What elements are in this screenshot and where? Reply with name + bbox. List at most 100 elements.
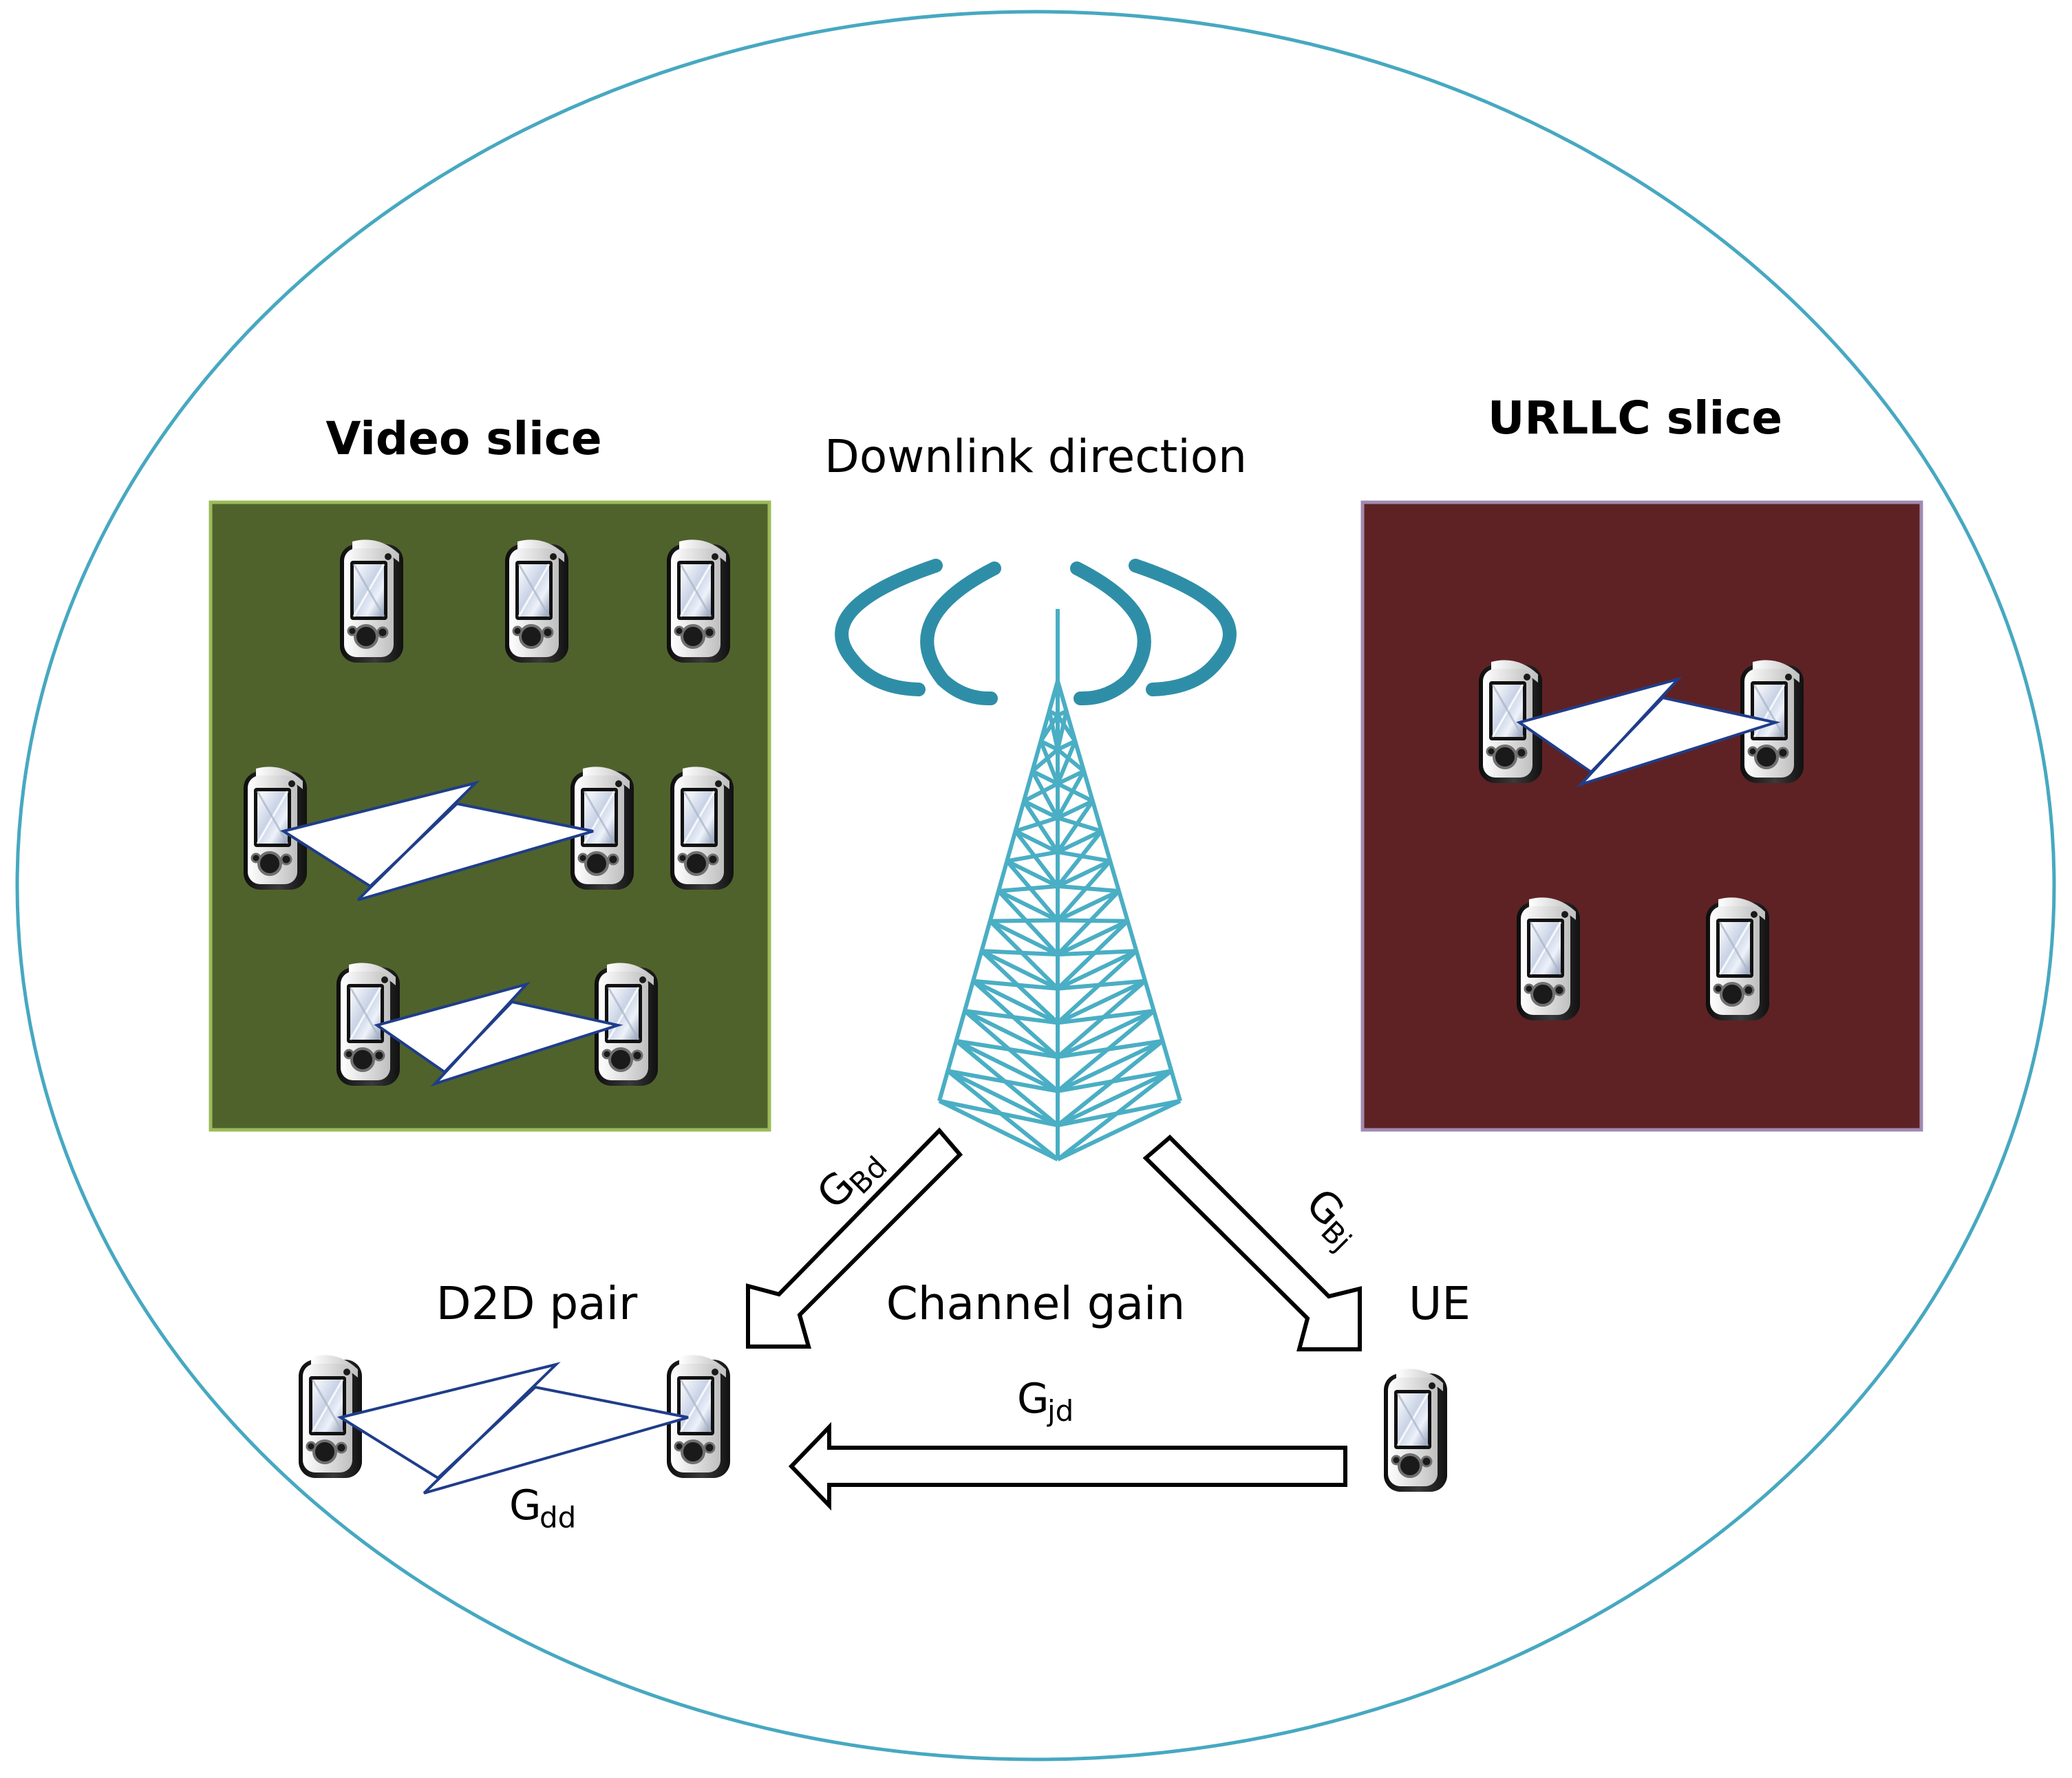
tower-strut	[1056, 949, 1138, 991]
tower-strut	[1056, 769, 1085, 786]
tower-strut	[955, 1039, 1059, 1093]
d2d-link-icon	[374, 981, 623, 1087]
tower-strut	[1014, 830, 1060, 888]
tower-strut	[956, 1038, 1058, 1060]
g-jd-base: G	[1017, 1375, 1049, 1423]
arrow-g-jd	[788, 1422, 1347, 1511]
g-bj-label: G Bj	[1296, 1179, 1358, 1258]
tower-strut	[1040, 739, 1059, 751]
tower-strut	[972, 979, 1059, 1025]
tower-strut	[1047, 710, 1060, 750]
tower-strut	[1056, 919, 1129, 956]
channel-gain-label: Channel gain	[886, 1277, 1185, 1330]
tower-strut	[1056, 859, 1112, 922]
tower-strut	[1030, 770, 1060, 820]
mobile-phone-icon	[1382, 1367, 1449, 1493]
tower-strut	[1056, 681, 1069, 712]
tower-strut	[1056, 710, 1069, 750]
d2d-link-icon	[279, 780, 594, 901]
tower-strut	[1056, 714, 1077, 742]
tower-strut	[1022, 800, 1060, 853]
mobile-phone-icon	[665, 538, 731, 664]
tower-strut	[1031, 769, 1059, 786]
tower-strut	[972, 978, 1058, 991]
tower-strut	[1005, 859, 1060, 922]
tower-strut	[1056, 739, 1076, 751]
d2d-links-layer	[279, 676, 1781, 1495]
tower-strut	[1056, 1099, 1182, 1161]
tower-strut	[1056, 782, 1094, 803]
g-jd-sub: jd	[1047, 1394, 1074, 1428]
tower-strut	[1057, 850, 1111, 864]
tower-strut	[1005, 859, 1059, 888]
g-dd-base: G	[509, 1481, 542, 1530]
mobile-phone-icon	[504, 538, 570, 664]
tower-strut	[1056, 747, 1086, 773]
tower-strut	[1023, 782, 1059, 803]
tower-strut	[1014, 815, 1058, 833]
downlink-label: Downlink direction	[824, 430, 1247, 483]
tower-strut	[1023, 799, 1059, 820]
arrow-g-bj	[1142, 1134, 1362, 1351]
d2d-pair-label: D2D pair	[436, 1277, 638, 1330]
tower-strut	[996, 889, 1060, 956]
g-jd-label: G jd	[1017, 1375, 1074, 1428]
tower-strut	[1038, 740, 1060, 785]
tower-strut	[1057, 978, 1146, 991]
tower-strut	[946, 1069, 1059, 1128]
tower-strut	[1056, 800, 1095, 853]
tower-strut	[1056, 889, 1121, 956]
tower-strut	[1057, 883, 1120, 893]
tower-strut	[939, 1099, 1058, 1128]
tower-strut	[1056, 1009, 1155, 1059]
tower-strut	[1056, 740, 1078, 785]
tower-strut	[963, 1009, 1059, 1059]
tower-strut	[997, 889, 1059, 923]
tower-strut	[1031, 748, 1059, 773]
coverage-ellipse	[15, 10, 2056, 1761]
mobile-phone-icon	[1705, 896, 1771, 1022]
tower-strut	[1056, 1039, 1164, 1093]
cell-tower-icon	[937, 609, 1182, 1161]
tower-strut	[1056, 979, 1146, 1025]
tower-strut	[1056, 829, 1103, 888]
mobile-phone-icon	[669, 765, 735, 891]
d2d-link-icon	[337, 1362, 689, 1495]
mobile-phone-icon	[1515, 896, 1581, 1022]
tower-strut	[1057, 1069, 1172, 1093]
tower-strut	[981, 949, 1058, 957]
tower-strut	[1056, 889, 1120, 923]
tower-strut	[1057, 1099, 1181, 1128]
tower-strut	[1057, 1038, 1164, 1060]
channel-gain-arrows	[746, 1127, 1362, 1511]
tower-strut	[1014, 829, 1059, 854]
g-dd-label: G dd	[509, 1481, 576, 1534]
urllc-slice-box	[1360, 500, 1923, 1132]
tower-strut	[964, 1009, 1058, 1025]
tower-strut	[1038, 714, 1060, 742]
tower-strut	[1056, 829, 1102, 854]
tower-strut	[1056, 859, 1111, 888]
tower-strut	[1006, 850, 1058, 864]
tower-strut	[1057, 949, 1137, 957]
tower-strut	[989, 919, 1059, 956]
tower-strut	[998, 883, 1058, 893]
tower-strut	[1057, 815, 1102, 833]
tower-strut	[1047, 681, 1060, 712]
mobile-phone-icon	[339, 538, 405, 664]
video-slice-title: Video slice	[325, 412, 601, 465]
tower-strut	[981, 949, 1059, 991]
arrow-g-bd	[746, 1127, 963, 1349]
d2d-link-icon	[1516, 676, 1781, 788]
tower-strut	[1056, 799, 1094, 820]
tower-strut	[947, 1069, 1058, 1093]
tower-strut	[1056, 1069, 1173, 1128]
urllc-slice-title: URLLC slice	[1488, 392, 1782, 444]
tower-strut	[1056, 770, 1086, 820]
signal-waves-icon	[835, 559, 1237, 706]
ue-label: UE	[1409, 1277, 1471, 1330]
tower-strut	[1057, 1009, 1155, 1025]
g-dd-sub: dd	[540, 1501, 576, 1534]
